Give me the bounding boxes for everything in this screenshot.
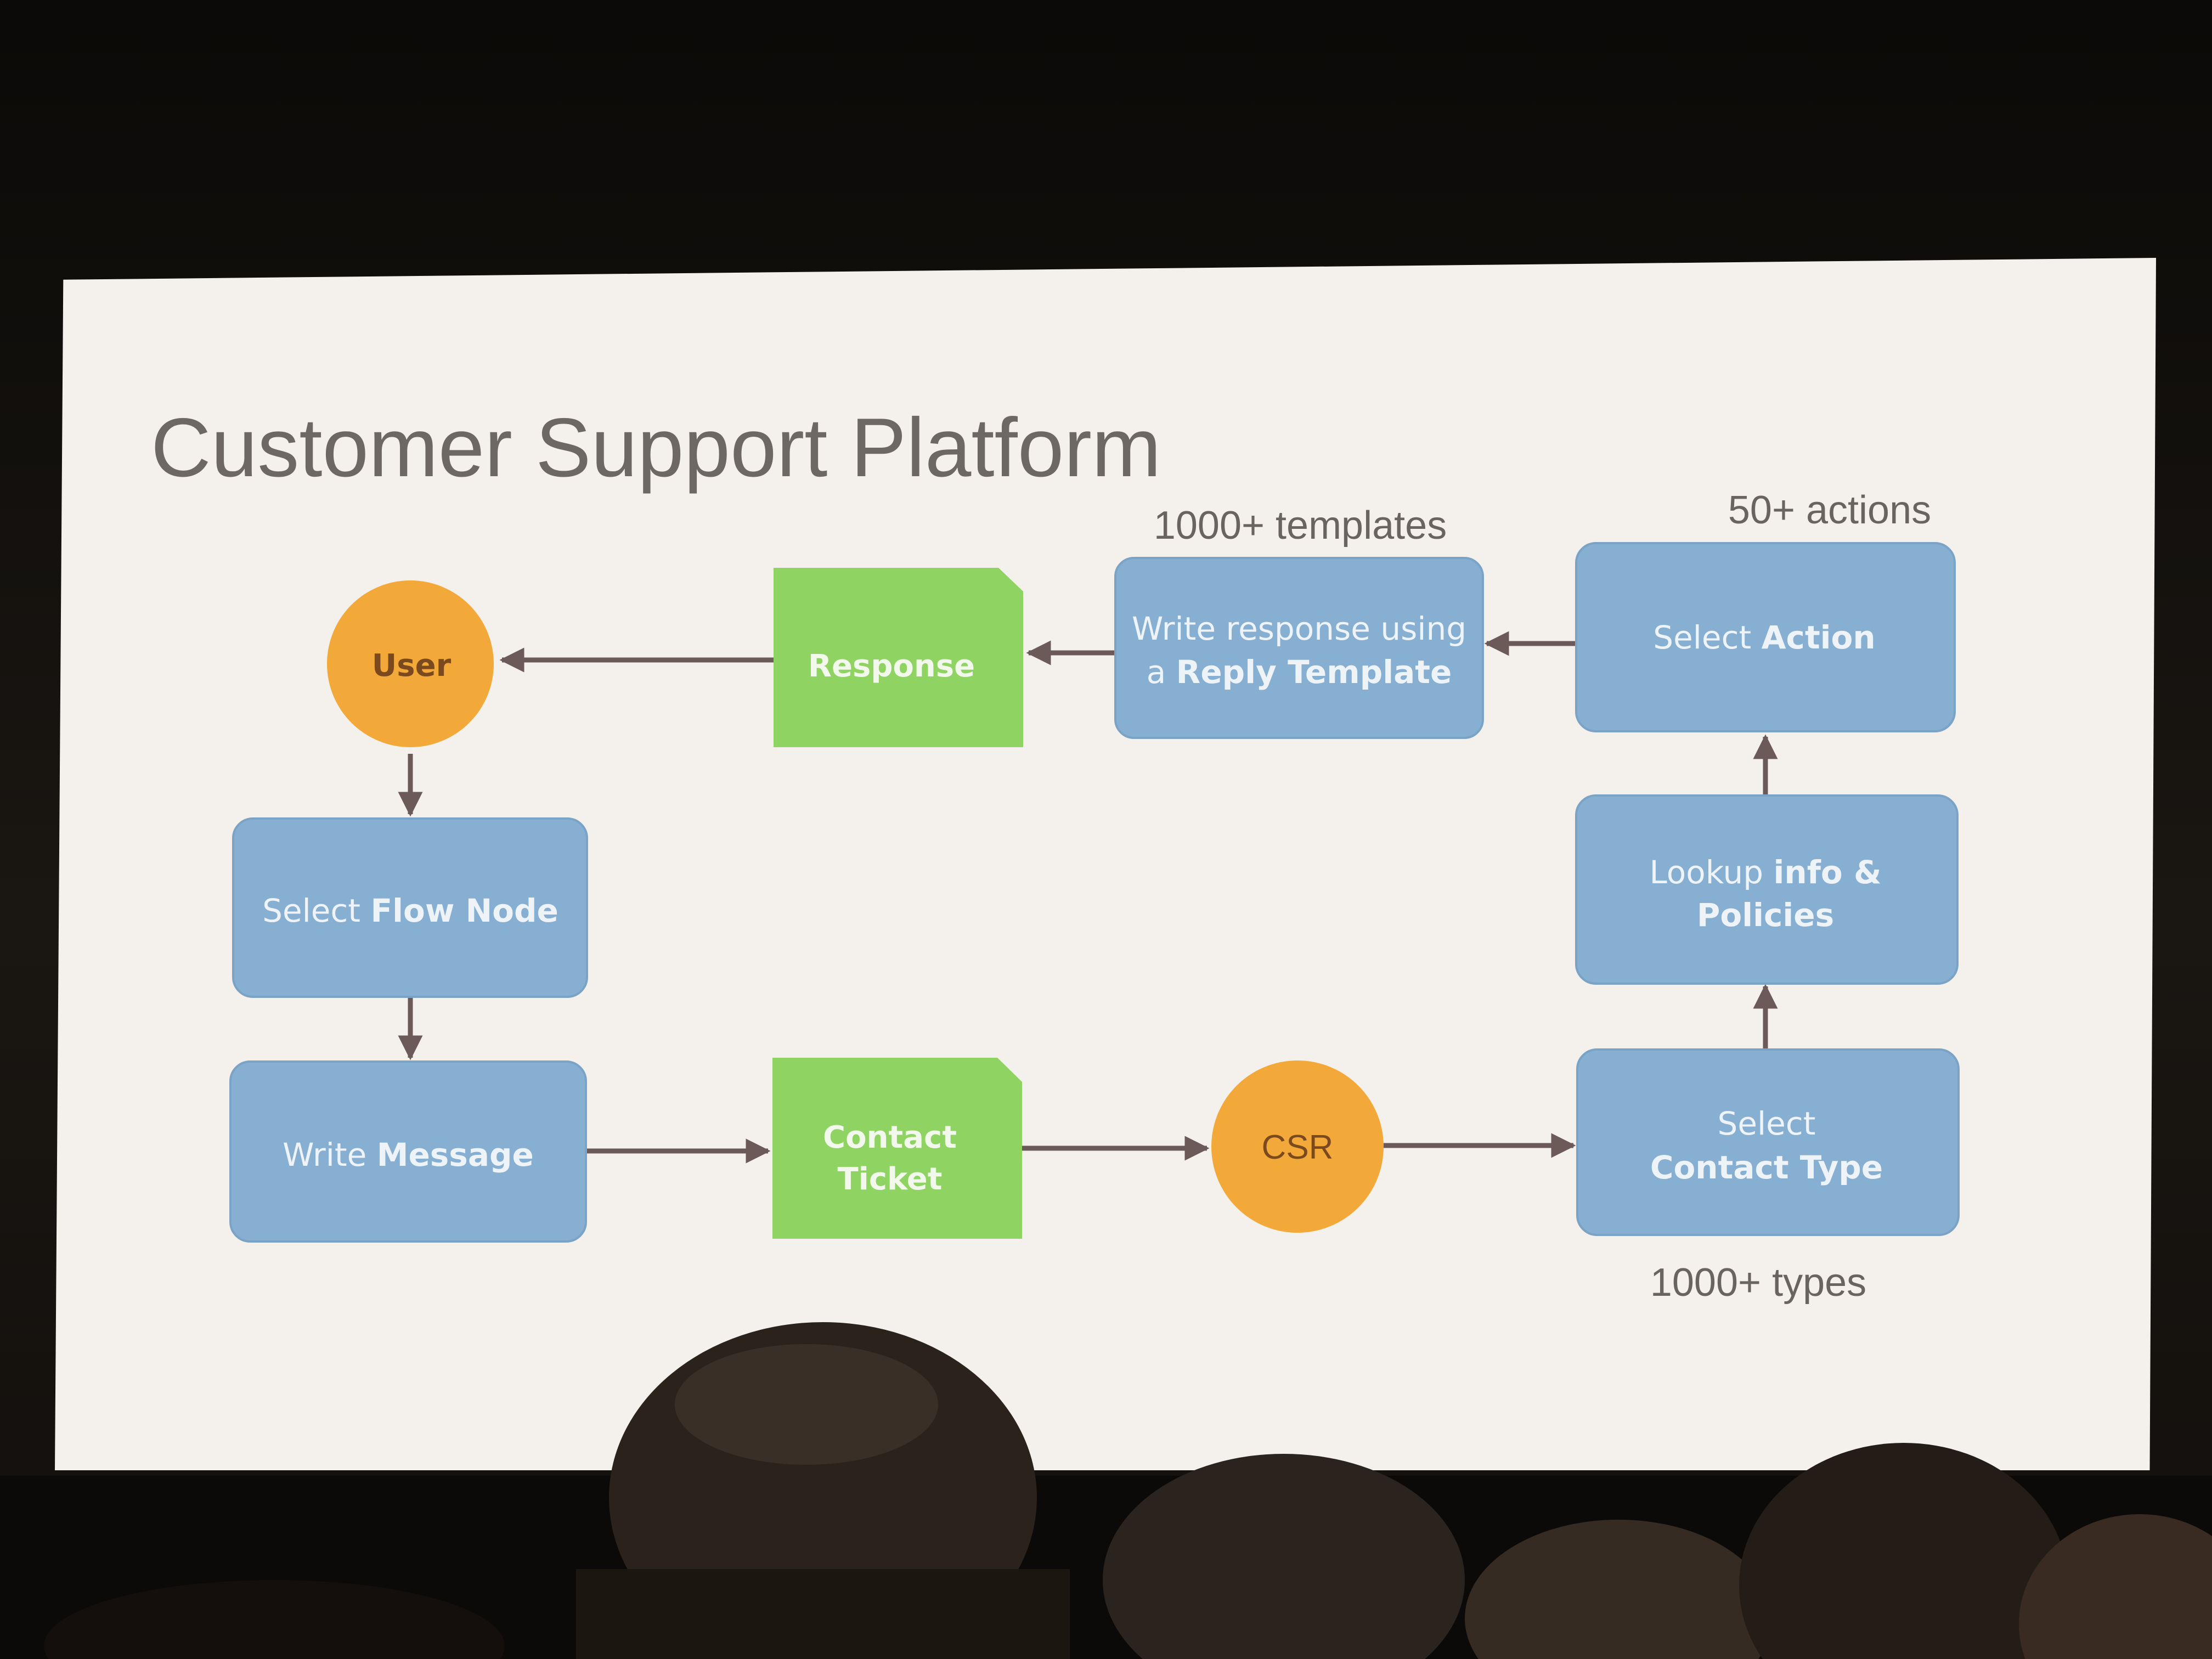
write-response-line-2: a Reply Template: [1147, 653, 1452, 691]
select-contact-type-line-2: Contact Type: [1650, 1149, 1883, 1186]
select-contact-type-node: Select Contact Type: [1576, 1048, 1960, 1236]
templates-count-label: 1000+ templates: [1154, 504, 1447, 548]
types-count-label: 1000+ types: [1650, 1261, 1866, 1305]
user-node-label: User: [372, 648, 452, 684]
lookup-info-node: Lookup info & Policies: [1575, 794, 1959, 985]
csr-node-label: CSR: [1262, 1128, 1334, 1166]
lookup-info-line-2: Policies: [1697, 896, 1834, 934]
response-node-label: Response: [808, 648, 975, 684]
contact-ticket-node: Contact Ticket: [772, 1058, 1022, 1239]
slide-title: Customer Support Platform: [151, 401, 1161, 494]
select-flow-node-label: Select Flow Node: [262, 892, 558, 929]
contact-ticket-line-2: Ticket: [837, 1161, 942, 1197]
write-response-node: Write response using a Reply Template: [1114, 557, 1484, 739]
write-response-line-1: Write response using: [1132, 610, 1466, 647]
csr-node: CSR: [1211, 1060, 1384, 1233]
write-message-node: Write Message: [229, 1060, 587, 1243]
write-message-label: Write Message: [283, 1136, 534, 1173]
lookup-info-line-1: Lookup info &: [1649, 854, 1881, 891]
user-node: User: [327, 580, 494, 747]
select-flow-node-node: Select Flow Node: [232, 817, 588, 998]
contact-ticket-line-1: Contact: [823, 1120, 957, 1155]
response-node: Response: [774, 568, 1023, 747]
select-action-node: Select Action: [1575, 542, 1956, 732]
select-action-label: Select Action: [1653, 619, 1875, 656]
actions-count-label: 50+ actions: [1728, 488, 1931, 532]
select-contact-type-line-1: Select: [1718, 1105, 1816, 1142]
